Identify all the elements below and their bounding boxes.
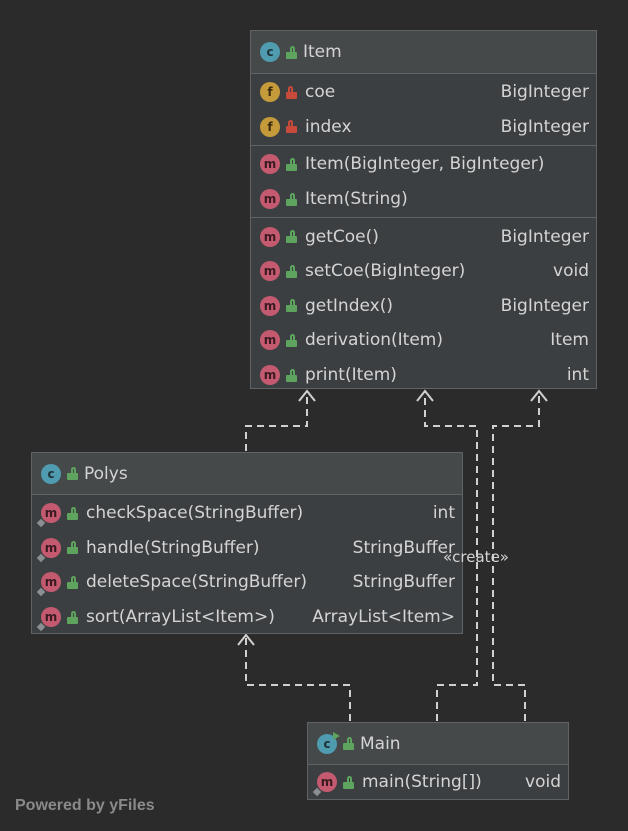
method-return-type: StringBuffer [352,572,455,593]
method-name: setCoe(BigInteger) [305,261,466,282]
method-name: derivation(Item) [305,330,443,351]
method-m-icon: m [260,365,280,386]
class-c-icon: c [317,731,340,754]
unlocked-icon [286,192,297,206]
unlocked-icon [67,575,78,589]
class-name: Item [303,42,342,62]
class-item[interactable]: c Item f coe BigInteger f index BigInteg… [250,30,597,389]
method-row[interactable]: m getIndex() BigInteger [251,289,596,324]
method-return-type: void [553,261,589,282]
class-name: Polys [84,463,128,484]
method-return-type: BigInteger [500,295,589,316]
method-m-icon: m [36,537,61,563]
method-row[interactable]: m deleteSpace(StringBuffer) StringBuffer [32,565,462,600]
method-row[interactable]: m getCoe() BigInteger [251,219,596,254]
watermark: Powered by yFiles [15,797,155,814]
unlocked-icon [67,610,78,624]
method-return-type: Item [550,330,589,351]
field-f-icon: f [260,82,280,103]
method-m-icon: m [36,572,61,597]
method-m-icon: m [36,607,61,632]
class-item-header: c Item [251,31,596,74]
unlocked-icon [286,368,297,382]
unlocked-icon [286,230,297,244]
unlocked-icon [67,467,78,480]
method-m-icon: m [36,503,61,528]
constructors-section: m Item(BigInteger, BigInteger) m Item(St… [251,146,596,219]
class-name: Main [360,733,401,754]
arrowhead-polys [237,633,255,646]
unlocked-icon [286,264,297,278]
method-row[interactable]: m handle(StringBuffer) StringBuffer [32,531,462,566]
method-m-icon: m [260,189,280,210]
method-name: handle(StringBuffer) [86,537,260,558]
class-polys[interactable]: c Polys m checkSpace(StringBuffer) int m… [31,452,463,634]
unlocked-icon [67,541,78,555]
field-name: index [305,116,352,137]
unlocked-icon [67,506,78,520]
methods-section: m getCoe() BigInteger m setCoe(BigIntege… [251,218,596,393]
locked-icon [286,120,297,134]
method-row[interactable]: m main(String[]) void [308,765,568,800]
method-row[interactable]: m print(Item) int [251,358,596,393]
method-return-type: int [432,503,455,524]
method-m-icon: m [312,772,337,797]
field-f-icon: f [260,116,280,137]
method-m-icon: m [260,226,280,247]
method-name: checkSpace(StringBuffer) [86,503,304,524]
methods-section: m main(String[]) void [308,765,568,800]
field-row[interactable]: f index BigInteger [251,110,596,145]
class-main-header: c Main [308,723,568,765]
method-row[interactable]: m sort(ArrayList<Item>) ArrayList<Item> [32,600,462,635]
method-return-type: int [566,365,589,386]
method-m-icon: m [260,154,280,175]
unlocked-icon [343,775,354,789]
method-row[interactable]: m checkSpace(StringBuffer) int [32,496,462,531]
methods-section: m checkSpace(StringBuffer) int m handle(… [32,495,462,635]
class-main[interactable]: c Main m main(String[]) void [307,722,569,800]
unlocked-icon [286,45,297,59]
method-name: getIndex() [305,295,393,316]
class-c-icon: c [260,42,280,62]
method-m-icon: m [260,295,280,316]
class-c-icon: c [41,463,61,484]
method-name: print(Item) [305,365,397,386]
unlocked-icon [286,333,297,347]
method-return-type: BigInteger [500,226,589,247]
locked-icon [286,85,297,99]
unlocked-icon [343,737,354,750]
field-row[interactable]: f coe BigInteger [251,75,596,110]
constructor-row[interactable]: m Item(BigInteger, BigInteger) [251,147,596,182]
unlocked-icon [286,299,297,313]
method-name: deleteSpace(StringBuffer) [86,572,307,593]
method-return-type: ArrayList<Item> [312,607,455,628]
unlocked-icon [286,157,297,171]
method-m-icon: m [260,330,280,351]
class-polys-header: c Polys [32,453,462,495]
constructor-name: Item(String) [305,189,408,210]
method-m-icon: m [260,261,280,282]
method-name: getCoe() [305,226,379,247]
create-edge-label: «create» [443,548,509,566]
method-row[interactable]: m setCoe(BigInteger) void [251,254,596,289]
method-return-type: StringBuffer [352,537,455,558]
field-type: BigInteger [500,116,589,137]
constructor-row[interactable]: m Item(String) [251,182,596,217]
field-name: coe [305,82,336,103]
constructor-name: Item(BigInteger, BigInteger) [305,154,545,175]
connector-polys-to-item [245,392,308,451]
method-return-type: void [525,772,561,793]
connector-main-to-polys [245,636,351,721]
method-row[interactable]: m derivation(Item) Item [251,323,596,358]
fields-section: f coe BigInteger f index BigInteger [251,74,596,147]
method-name: sort(ArrayList<Item>) [86,607,275,628]
field-type: BigInteger [500,82,589,103]
method-name: main(String[]) [362,772,482,793]
